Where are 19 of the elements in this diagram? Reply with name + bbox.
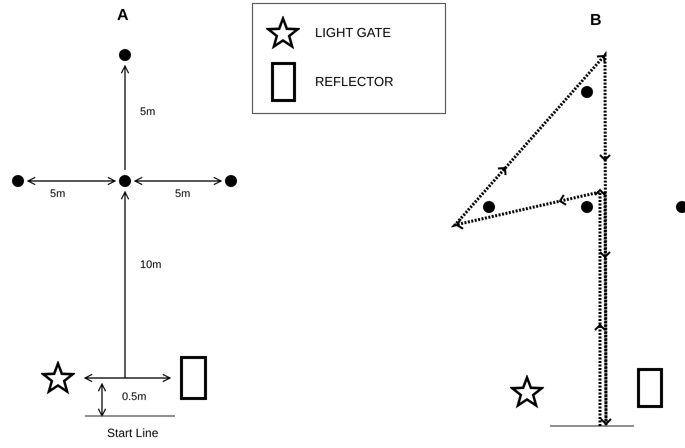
legend-label: LIGHT GATE: [315, 24, 392, 42]
light-gate-star: [510, 375, 544, 409]
panel-label: A: [117, 8, 129, 24]
reflector-rect: [637, 368, 663, 408]
arrow: [27, 176, 116, 186]
start-line-label: Start Line: [107, 427, 158, 439]
arrow: [134, 176, 222, 186]
dimension-label: 0.5m: [122, 392, 146, 403]
light-gate-star: [41, 361, 75, 395]
edge-label: 5m: [140, 107, 156, 118]
arrow: [120, 65, 130, 170]
panel-label: B: [590, 13, 602, 29]
arrow: [120, 191, 130, 378]
edge-label: 5m: [175, 189, 190, 200]
edge-label: 5m: [50, 189, 66, 200]
edge-label: 10m: [140, 260, 162, 271]
arrow: [84, 374, 171, 382]
reflector-rect: [180, 356, 207, 400]
legend-label: REFLECTOR: [315, 72, 394, 91]
